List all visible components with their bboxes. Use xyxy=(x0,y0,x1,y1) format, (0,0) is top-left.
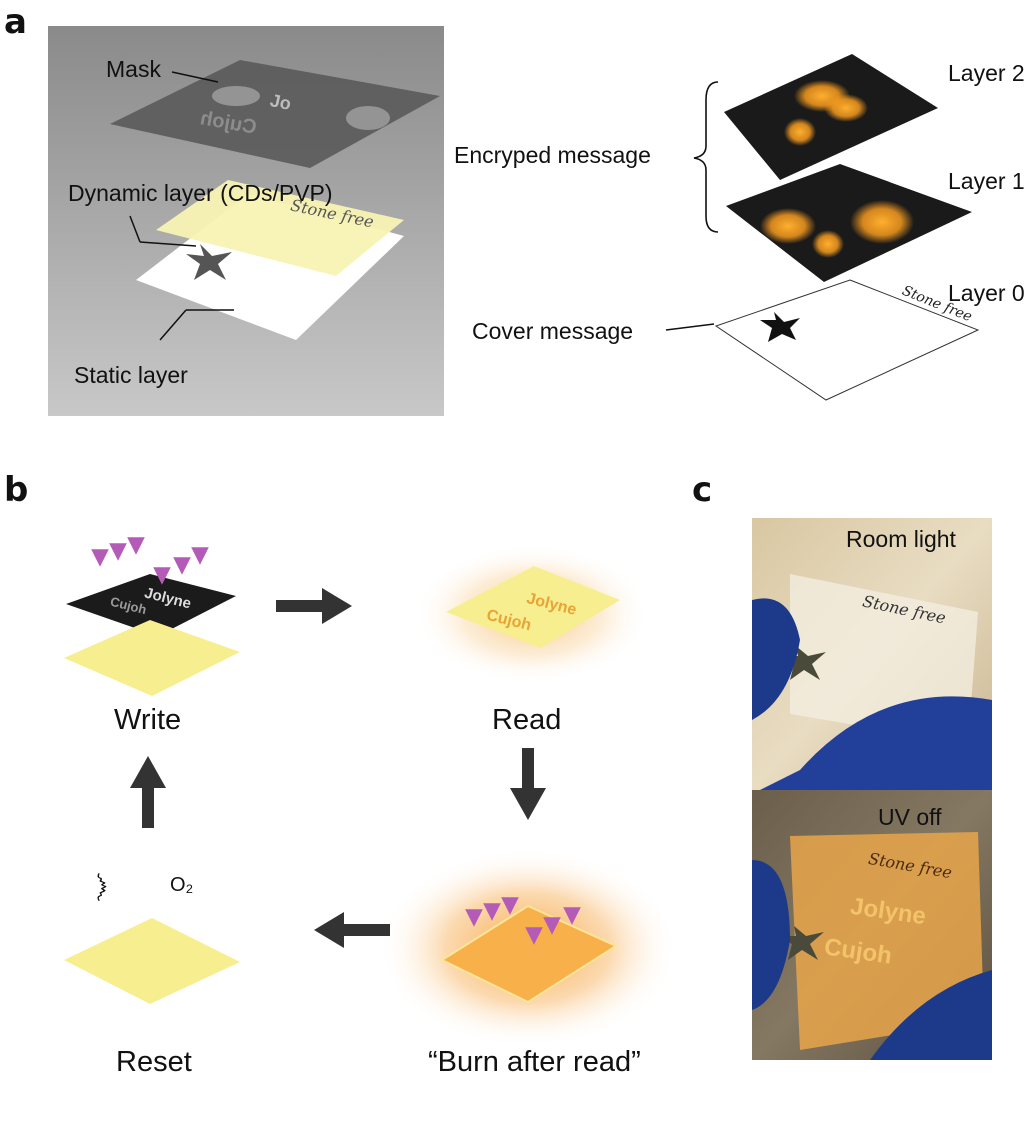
write-mask-sheet xyxy=(66,574,236,636)
photo-star-icon xyxy=(780,646,826,680)
panel-c-letter: c xyxy=(692,470,713,510)
encrypted-bracket xyxy=(693,81,719,233)
dynamic-layer-label: Dynamic layer (CDs/PVP) xyxy=(68,180,333,206)
heat-icon: ෴ xyxy=(88,871,125,903)
read-label: Read xyxy=(492,704,562,736)
cover-star-icon xyxy=(760,312,800,342)
write-yellow-sheet xyxy=(64,620,240,696)
glove-bottom-left xyxy=(752,860,790,1010)
panel-a-letter: a xyxy=(4,2,27,42)
layer-1-sheet xyxy=(726,164,972,282)
layer-2-label: Layer 2 xyxy=(948,60,1025,86)
mask-sheet xyxy=(110,60,440,168)
glove-top-right xyxy=(760,696,992,790)
mask-text-1: Jo xyxy=(268,90,293,114)
burn-after-read-label: “Burn after read” xyxy=(428,1046,641,1078)
dynamic-layer-sheet xyxy=(156,180,404,276)
arrow-write-to-read xyxy=(276,588,352,624)
panel-b-letter: b xyxy=(4,470,29,510)
mask-label: Mask xyxy=(106,56,161,82)
arrow-reset-to-write xyxy=(130,756,166,828)
layer-1-label: Layer 1 xyxy=(948,168,1025,194)
layer-0-label: Layer 0 xyxy=(948,280,1025,306)
room-light-label: Room light xyxy=(846,526,956,552)
write-label: Write xyxy=(114,704,182,736)
glove-bottom-right xyxy=(870,970,992,1060)
encrypted-message-label: Encryped message xyxy=(454,142,651,168)
photo-uv-star-icon xyxy=(778,926,824,960)
glove-top-left xyxy=(752,598,800,720)
reset-sheet xyxy=(64,918,240,1004)
layer-0-sheet xyxy=(714,279,980,401)
oxygen-label: O₂ xyxy=(170,874,194,896)
static-layer-label: Static layer xyxy=(74,362,188,388)
uv-off-label: UV off xyxy=(878,804,942,830)
cover-message-label: Cover message xyxy=(472,318,634,344)
burn-sheet xyxy=(439,904,619,1004)
star-icon xyxy=(186,244,232,280)
arrow-read-to-burn xyxy=(510,748,546,820)
reset-label: Reset xyxy=(116,1046,192,1078)
read-sheet xyxy=(446,566,620,648)
arrow-burn-to-reset xyxy=(314,912,390,948)
